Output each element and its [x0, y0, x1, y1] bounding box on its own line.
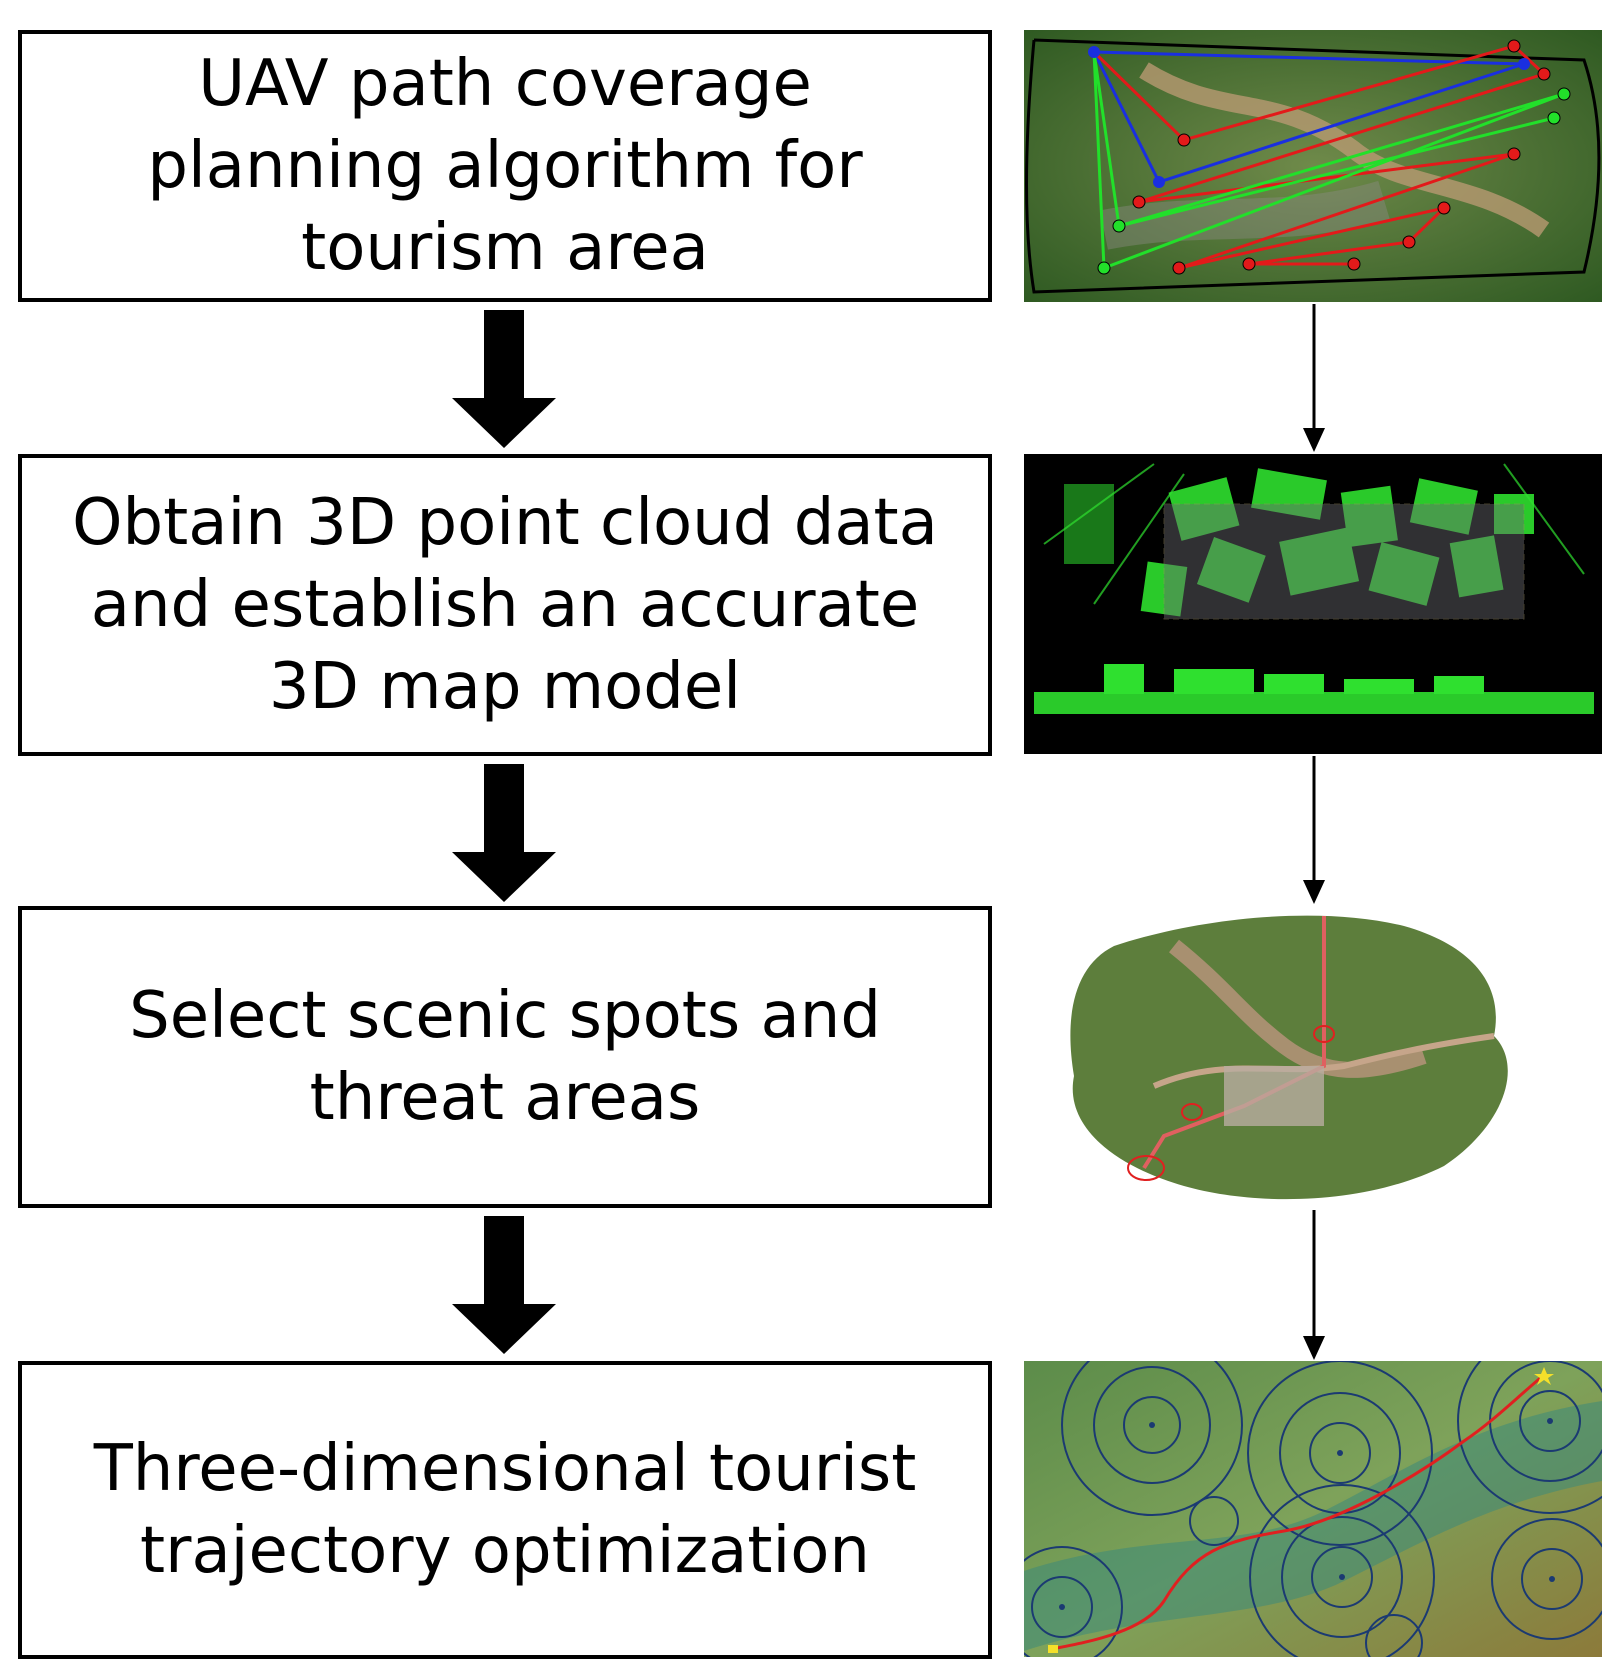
flow-arrow-2 — [452, 764, 556, 902]
step-box-2: Obtain 3D point cloud data and establish… — [18, 454, 992, 756]
image-arrow-1 — [1303, 304, 1325, 452]
step-4-label: Three-dimensional tourist trajectory opt… — [93, 1432, 917, 1588]
step-box-1: UAV path coverage planning algorithm for… — [18, 30, 992, 302]
optimized-path — [1051, 1373, 1545, 1651]
flow-arrow-3 — [452, 1216, 556, 1354]
step-box-4: Three-dimensional tourist trajectory opt… — [18, 1361, 992, 1659]
coverage-path-image — [1024, 30, 1602, 302]
step-2-label: Obtain 3D point cloud data and establish… — [72, 486, 938, 724]
scenic-spots-map-image — [1024, 906, 1602, 1210]
point-cloud-image — [1024, 454, 1602, 754]
trajectory-optimization-image — [1024, 1361, 1602, 1657]
image-arrow-2 — [1303, 756, 1325, 904]
step-box-3: Select scenic spots and threat areas — [18, 906, 992, 1208]
step-3-label: Select scenic spots and threat areas — [129, 979, 881, 1135]
flow-arrow-1 — [452, 310, 556, 448]
start-marker — [1048, 1645, 1058, 1653]
image-arrow-3 — [1303, 1210, 1325, 1360]
goal-star-icon — [1534, 1367, 1554, 1385]
blue-path — [1092, 50, 1525, 184]
step-1-label: UAV path coverage planning algorithm for… — [147, 47, 863, 285]
